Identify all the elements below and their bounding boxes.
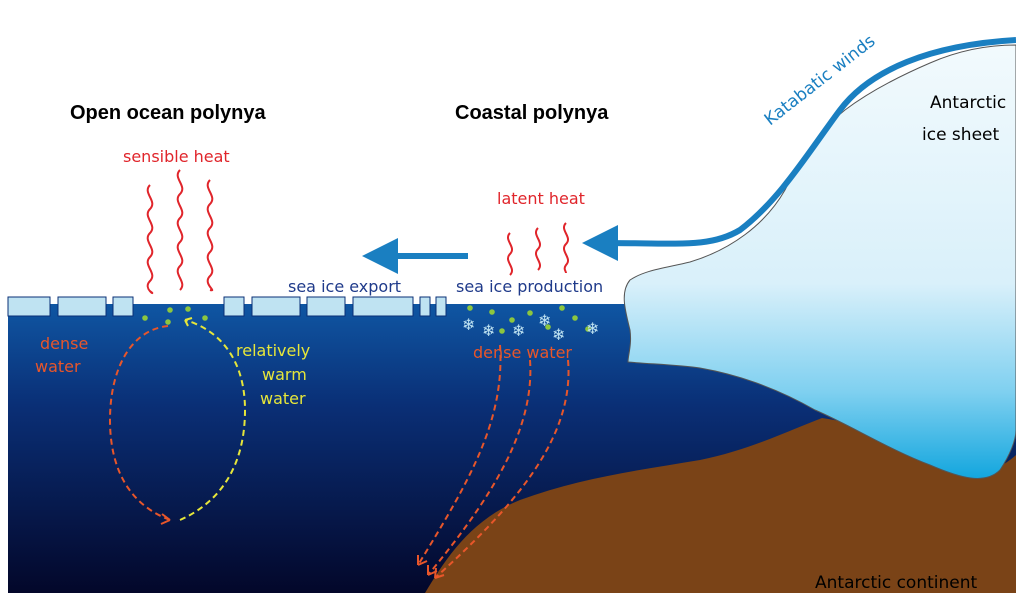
svg-text:❄: ❄ [512,321,525,340]
antarctic-continent-label: Antarctic continent [815,573,978,593]
sea-ice-export-label: sea ice export [288,277,401,296]
warm-water-loop [179,319,247,521]
ice-sheet-label-2: ice sheet [922,125,999,145]
sensible-heat-label: sensible heat [123,147,230,166]
svg-text:❄: ❄ [538,311,551,330]
open-ocean-polynya-title: Open ocean polynya [70,102,266,124]
svg-text:❄: ❄ [552,325,565,344]
svg-text:❄: ❄ [586,319,599,338]
svg-text:❄: ❄ [482,321,495,340]
sea-ice-production-label: sea ice production [456,277,603,296]
dense-water-plumes [417,344,570,579]
coastal-polynya-title: Coastal polynya [455,102,609,124]
svg-text:❄: ❄ [462,315,475,334]
warm-water-label-3: water [260,389,306,408]
katabatic-wind-arrow [582,37,1016,262]
sensible-heat-waves [146,169,214,295]
sea-ice-floes [7,296,447,317]
antarctic-ice-sheet [623,44,1016,479]
latent-heat-waves [507,222,569,276]
dense-water-left-label-1: dense [40,334,88,353]
latent-heat-label: latent heat [497,189,585,208]
ice-crystals: ❄❄❄ ❄❄❄ [462,311,599,344]
dense-water-right-label: dense water [473,343,572,362]
dense-water-left-label-2: water [35,357,81,376]
warm-water-label-2: warm [262,365,307,384]
ice-sheet-label-1: Antarctic [930,93,1006,113]
dense-water-loop [108,325,171,521]
warm-water-label-1: relatively [236,341,310,360]
antarctic-continent [425,418,1016,593]
frazil-ice-dots [142,305,591,334]
